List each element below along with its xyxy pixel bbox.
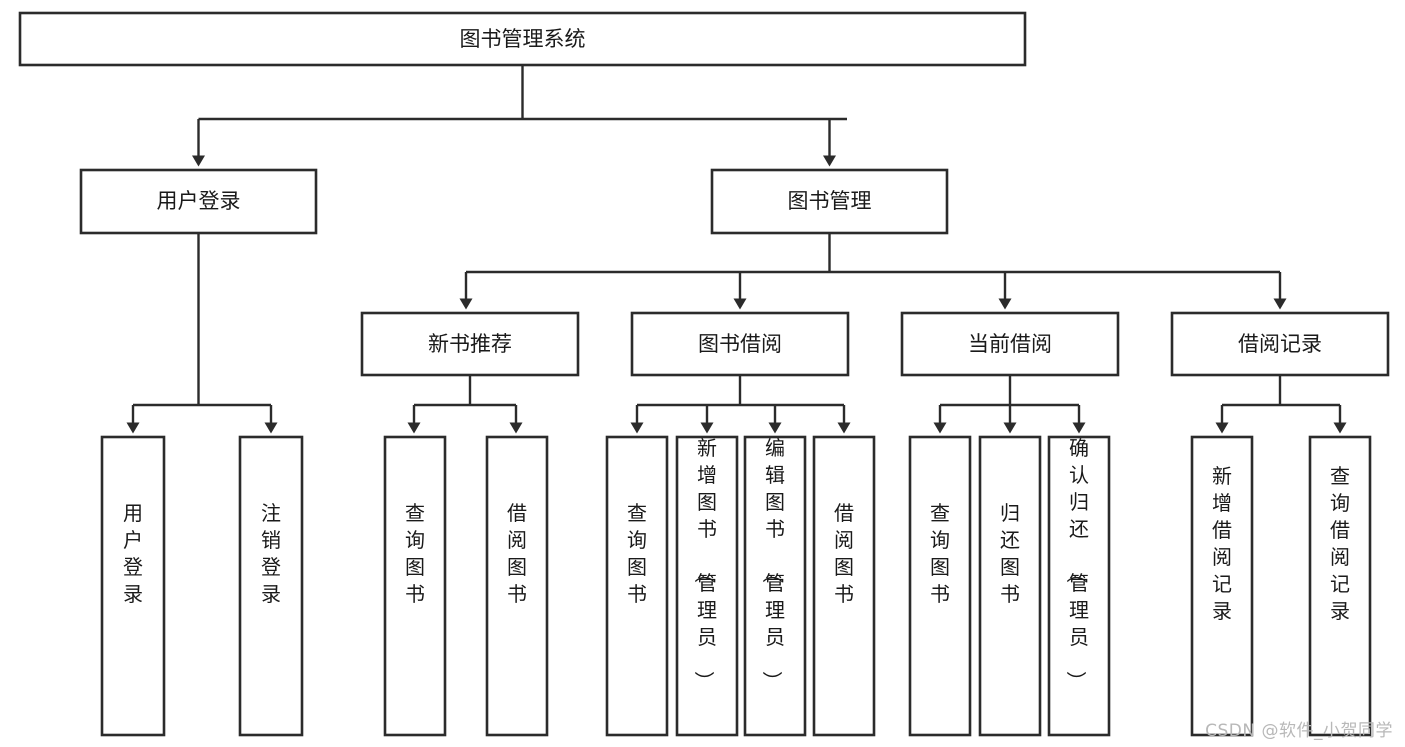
csdn-watermark: CSDN @软件_小贺同学 [1205, 721, 1393, 741]
node-leaf-add-book[interactable]: 新增图书（管理员） [675, 435, 739, 737]
node-new-book-rec[interactable]: 新书推荐 [360, 311, 580, 377]
node-leaf-user-login-box[interactable] [100, 435, 166, 737]
node-leaf-logout-label: 注销登录 [261, 501, 281, 606]
node-book-borrow-box[interactable] [630, 311, 850, 377]
node-leaf-query-book-1-box[interactable] [383, 435, 447, 737]
node-leaf-borrow-book-1-label: 借阅图书 [507, 501, 527, 606]
node-leaf-confirm-return-label: 确认归还（管理员） [1064, 436, 1089, 691]
node-leaf-query-book-1-label: 查询图书 [405, 501, 425, 606]
node-leaf-query-book-2-box[interactable] [605, 435, 669, 737]
node-leaf-borrow-book-1[interactable]: 借阅图书 [485, 435, 549, 737]
node-current-borrow[interactable]: 当前借阅 [900, 311, 1120, 377]
connectors-newbookrec-to-leaves [407, 375, 523, 434]
node-leaf-return-book-label: 归还图书 [1000, 501, 1020, 606]
node-book-manage[interactable]: 图书管理 [710, 168, 949, 235]
node-book-borrow[interactable]: 图书借阅 [630, 311, 850, 377]
node-user-login[interactable]: 用户登录 [79, 168, 318, 235]
node-book-manage-label: 图书管理 [788, 189, 872, 213]
node-leaf-query-book-3[interactable]: 查询图书 [908, 435, 972, 737]
node-root[interactable]: 图书管理系统 [18, 11, 1027, 67]
node-book-manage-box[interactable] [710, 168, 949, 235]
node-leaf-query-record-box[interactable] [1308, 435, 1372, 737]
node-leaf-query-record-label: 查询借阅记录 [1330, 464, 1350, 623]
node-leaf-add-record[interactable]: 新增借阅记录 [1190, 435, 1254, 737]
node-leaf-return-book-box[interactable] [978, 435, 1042, 737]
node-leaf-logout[interactable]: 注销登录 [238, 435, 304, 737]
node-borrow-record[interactable]: 借阅记录 [1170, 311, 1390, 377]
node-leaf-add-record-label: 新增借阅记录 [1212, 464, 1232, 623]
node-current-borrow-label: 当前借阅 [968, 332, 1052, 356]
node-borrow-record-box[interactable] [1170, 311, 1390, 377]
node-leaf-query-record[interactable]: 查询借阅记录 [1308, 435, 1372, 737]
connectors-bookborrow-to-leaves [630, 375, 851, 434]
node-leaf-borrow-book-2-label: 借阅图书 [834, 501, 854, 606]
node-leaf-confirm-return[interactable]: 确认归还（管理员） [1047, 435, 1111, 737]
node-leaf-borrow-book-2-box[interactable] [812, 435, 876, 737]
node-leaf-return-book[interactable]: 归还图书 [978, 435, 1042, 737]
node-root-box[interactable] [18, 11, 1027, 67]
node-leaf-borrow-book-2[interactable]: 借阅图书 [812, 435, 876, 737]
node-user-login-label: 用户登录 [157, 189, 241, 213]
node-leaf-query-book-3-box[interactable] [908, 435, 972, 737]
node-leaf-query-book-2-label: 查询图书 [627, 501, 647, 606]
node-leaf-logout-box[interactable] [238, 435, 304, 737]
node-new-book-rec-box[interactable] [360, 311, 580, 377]
node-leaf-confirm-return-box[interactable] [1047, 435, 1111, 737]
node-leaf-borrow-book-1-box[interactable] [485, 435, 549, 737]
node-root-label: 图书管理系统 [460, 27, 586, 51]
connectors-borrowrecord-to-leaves [1215, 375, 1347, 434]
connectors-root-to-level1 [192, 65, 847, 167]
node-leaf-user-login-label: 用户登录 [123, 501, 143, 606]
node-new-book-rec-label: 新书推荐 [428, 332, 512, 356]
node-leaf-add-record-box[interactable] [1190, 435, 1254, 737]
node-leaf-add-book-box[interactable] [675, 435, 739, 737]
node-leaf-add-book-label: 新增图书（管理员） [692, 436, 717, 691]
node-borrow-record-label: 借阅记录 [1238, 332, 1322, 356]
connectors-bookmanage-to-level2 [459, 233, 1287, 310]
connectors-currentborrow-to-leaves [933, 375, 1086, 434]
node-leaf-edit-book[interactable]: 编辑图书（管理员） [743, 435, 807, 737]
node-current-borrow-box[interactable] [900, 311, 1120, 377]
node-leaf-query-book-2[interactable]: 查询图书 [605, 435, 669, 737]
node-leaf-edit-book-box[interactable] [743, 435, 807, 737]
node-user-login-box[interactable] [79, 168, 318, 235]
node-leaf-query-book-3-label: 查询图书 [930, 501, 950, 606]
node-leaf-edit-book-label: 编辑图书（管理员） [760, 436, 785, 691]
node-leaf-query-book-1[interactable]: 查询图书 [383, 435, 447, 737]
node-leaf-user-login[interactable]: 用户登录 [100, 435, 166, 737]
node-book-borrow-label: 图书借阅 [698, 332, 782, 356]
connectors-userlogin-to-leaves [126, 233, 278, 434]
